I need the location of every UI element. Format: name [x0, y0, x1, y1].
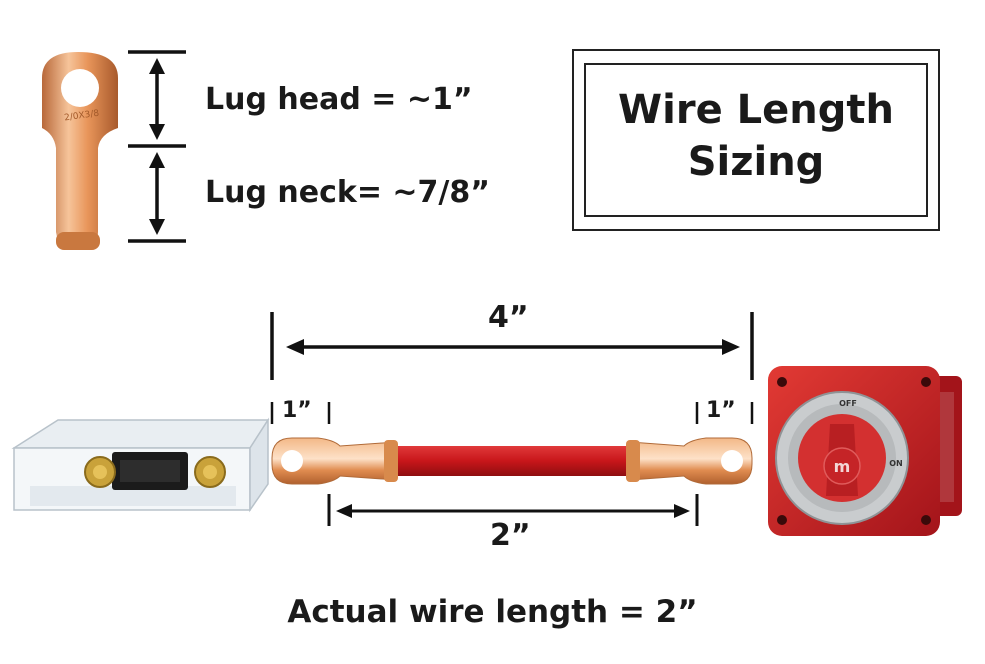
lug-illustration: 2/0X3/8 — [42, 52, 118, 250]
title-line-1: Wire Length — [618, 87, 894, 133]
title-line-2: Sizing — [687, 139, 825, 185]
knob-logo: m — [834, 457, 851, 476]
lug-stamp: 2/0X3/8 — [64, 109, 100, 124]
cable-assembly — [271, 437, 753, 485]
lug-dimension-lines — [128, 50, 186, 243]
title-box-inner — [584, 63, 928, 217]
page-title: Wire Length Sizing — [585, 84, 927, 188]
fuse-holder — [11, 417, 270, 513]
switch-on-label: ON — [889, 459, 903, 468]
red-wire — [396, 446, 632, 476]
right-lug-length-label: 1” — [706, 398, 736, 423]
overall-length-label: 4” — [488, 300, 529, 335]
overall-dimension — [270, 312, 754, 380]
lug-ticks — [270, 402, 754, 424]
title-box-outer — [572, 49, 940, 231]
battery-switch: m OFF ON — [768, 366, 962, 536]
lug-neck-label: Lug neck= ~7/8” — [205, 175, 490, 210]
lug-head-label: Lug head = ~1” — [205, 82, 473, 117]
wire-length-label: 2” — [490, 518, 531, 553]
left-lug-length-label: 1” — [282, 398, 312, 423]
wire-dimension — [327, 494, 699, 526]
caption: Actual wire length = 2” — [287, 594, 698, 630]
switch-off-label: OFF — [839, 399, 857, 408]
